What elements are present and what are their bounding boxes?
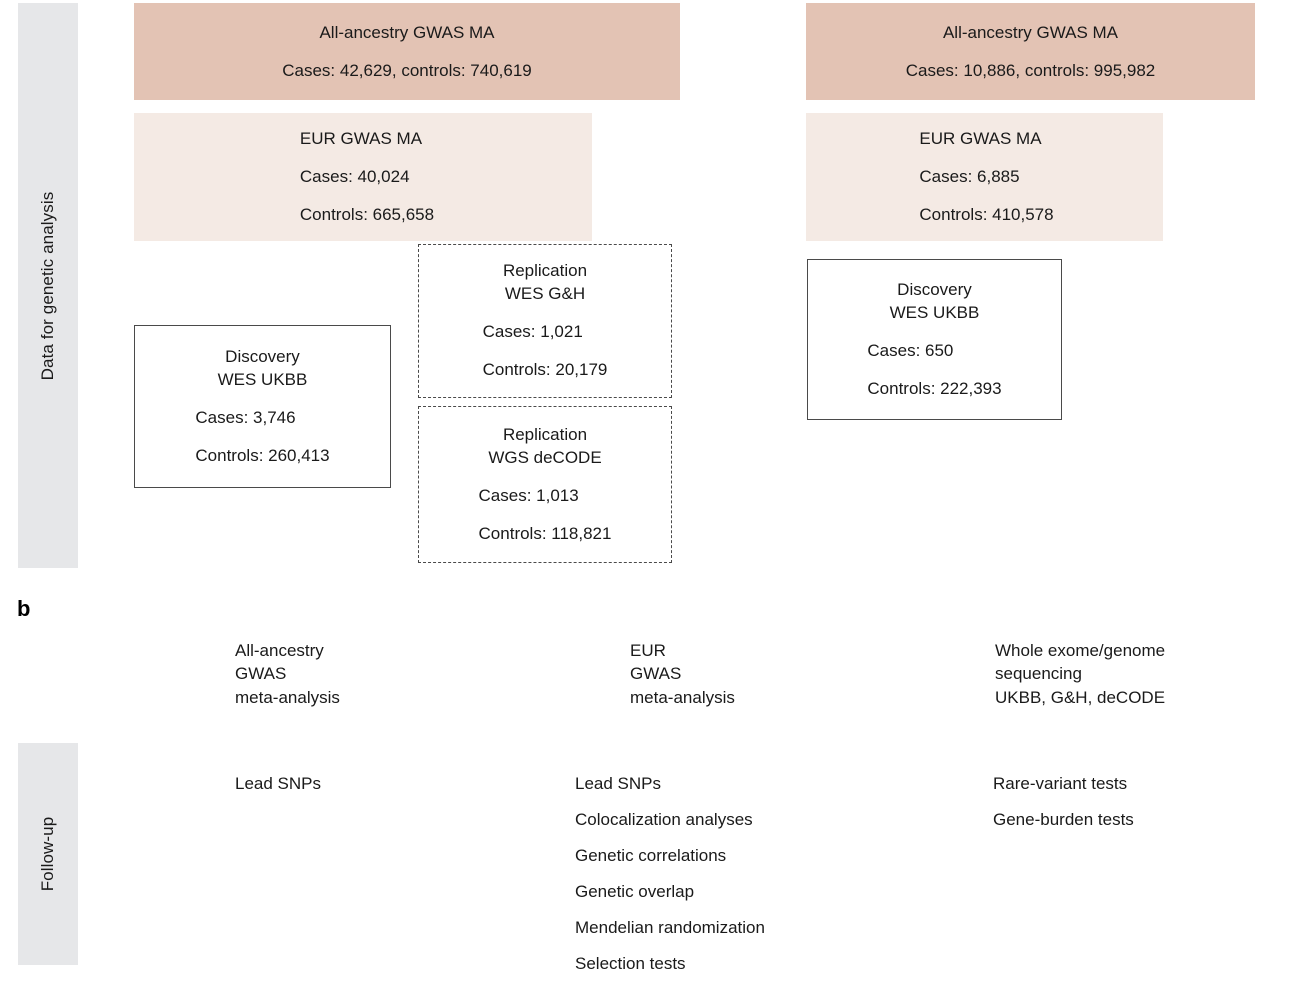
- list-item: Genetic overlap: [575, 882, 695, 901]
- right-discovery-cases: Cases: 650: [867, 340, 954, 360]
- panel-a-rail-label: Data for genetic analysis: [38, 191, 57, 380]
- panel-b-header-box-1: All-ancestry GWAS meta-analysis: [134, 606, 466, 742]
- replication-wes-cases: Cases: 1,021: [482, 322, 583, 341]
- replication-wes-line1: Replication: [502, 261, 588, 280]
- left-all-ancestry-title: All-ancestry GWAS MA: [319, 23, 495, 42]
- right-discovery-line2: WES UKBB: [889, 302, 980, 322]
- list-item: Genetic correlations: [575, 846, 727, 865]
- replication-wes-line2: WES G&H: [504, 284, 586, 303]
- panel-b-header-text-1: All-ancestry GWAS meta-analysis: [235, 640, 340, 707]
- panel-b-header-text-2: EUR GWAS meta-analysis: [630, 640, 735, 707]
- panel-b-followup-list-3: Rare-variant tests Gene-burden tests: [993, 775, 1134, 847]
- left-discovery-line2: WES UKBB: [217, 369, 308, 389]
- left-all-ancestry-gwas-box: All-ancestry GWAS MA Cases: 42,629, cont…: [134, 3, 680, 100]
- panel-b-header-box-2: EUR GWAS meta-analysis: [530, 606, 881, 742]
- replication-wgs-decode-box: Replication WGS deCODE Cases: 1,013 Cont…: [418, 406, 672, 563]
- panel-b-header-box-3: Whole exome/genome sequencing UKBB, G&H,…: [935, 604, 1202, 744]
- right-all-ancestry-counts: Cases: 10,886, controls: 995,982: [905, 61, 1156, 80]
- panel-b-followup-list-1: Lead SNPs: [235, 775, 321, 811]
- left-eur-title: EUR GWAS MA: [299, 128, 423, 148]
- left-eur-gwas-box: EUR GWAS MA Cases: 40,024 Controls: 665,…: [134, 113, 592, 241]
- replication-wgs-line2: WGS deCODE: [488, 447, 602, 467]
- replication-wes-gh-box: Replication WES G&H Cases: 1,021 Control…: [418, 244, 672, 398]
- panel-b-rail: Follow-up: [18, 743, 78, 965]
- list-item: Gene-burden tests: [993, 810, 1134, 829]
- left-discovery-line1: Discovery: [225, 346, 300, 366]
- panel-b-rail-label: Follow-up: [38, 816, 57, 892]
- right-eur-controls: Controls: 410,578: [919, 204, 1054, 224]
- left-discovery-wes-ukbb-box: Discovery WES UKBB Cases: 3,746 Controls…: [134, 325, 391, 488]
- right-eur-title: EUR GWAS MA: [919, 128, 1042, 148]
- replication-wgs-line1: Replication: [502, 424, 588, 444]
- left-all-ancestry-counts: Cases: 42,629, controls: 740,619: [282, 61, 532, 80]
- right-all-ancestry-title: All-ancestry GWAS MA: [942, 23, 1119, 42]
- right-eur-cases: Cases: 6,885: [919, 166, 1020, 186]
- panel-a-rail: Data for genetic analysis: [18, 3, 78, 568]
- left-discovery-controls: Controls: 260,413: [195, 445, 330, 465]
- panel-b-letter: b: [17, 596, 31, 621]
- list-item: Rare-variant tests: [993, 774, 1128, 793]
- replication-wes-controls: Controls: 20,179: [482, 360, 608, 379]
- list-item: Lead SNPs: [235, 774, 321, 793]
- left-discovery-cases: Cases: 3,746: [195, 407, 296, 427]
- replication-wgs-controls: Controls: 118,821: [478, 523, 612, 543]
- list-item: Mendelian randomization: [575, 918, 765, 937]
- right-discovery-wes-ukbb-box: Discovery WES UKBB Cases: 650 Controls: …: [807, 259, 1062, 420]
- replication-wgs-cases: Cases: 1,013: [478, 485, 579, 505]
- right-discovery-controls: Controls: 222,393: [867, 378, 1002, 398]
- list-item: Selection tests: [575, 954, 686, 973]
- list-item: Colocalization analyses: [575, 810, 753, 829]
- left-eur-cases: Cases: 40,024: [299, 166, 410, 186]
- right-discovery-line1: Discovery: [897, 279, 972, 299]
- panel-b-header-text-3: Whole exome/genome sequencing UKBB, G&H,…: [995, 640, 1166, 707]
- right-all-ancestry-gwas-box: All-ancestry GWAS MA Cases: 10,886, cont…: [806, 3, 1255, 100]
- list-item: Lead SNPs: [575, 774, 661, 793]
- left-eur-controls: Controls: 665,658: [299, 204, 435, 224]
- panel-b-followup-list-2: Lead SNPs Colocalization analyses Geneti…: [575, 775, 765, 991]
- right-eur-gwas-box: EUR GWAS MA Cases: 6,885 Controls: 410,5…: [806, 113, 1163, 241]
